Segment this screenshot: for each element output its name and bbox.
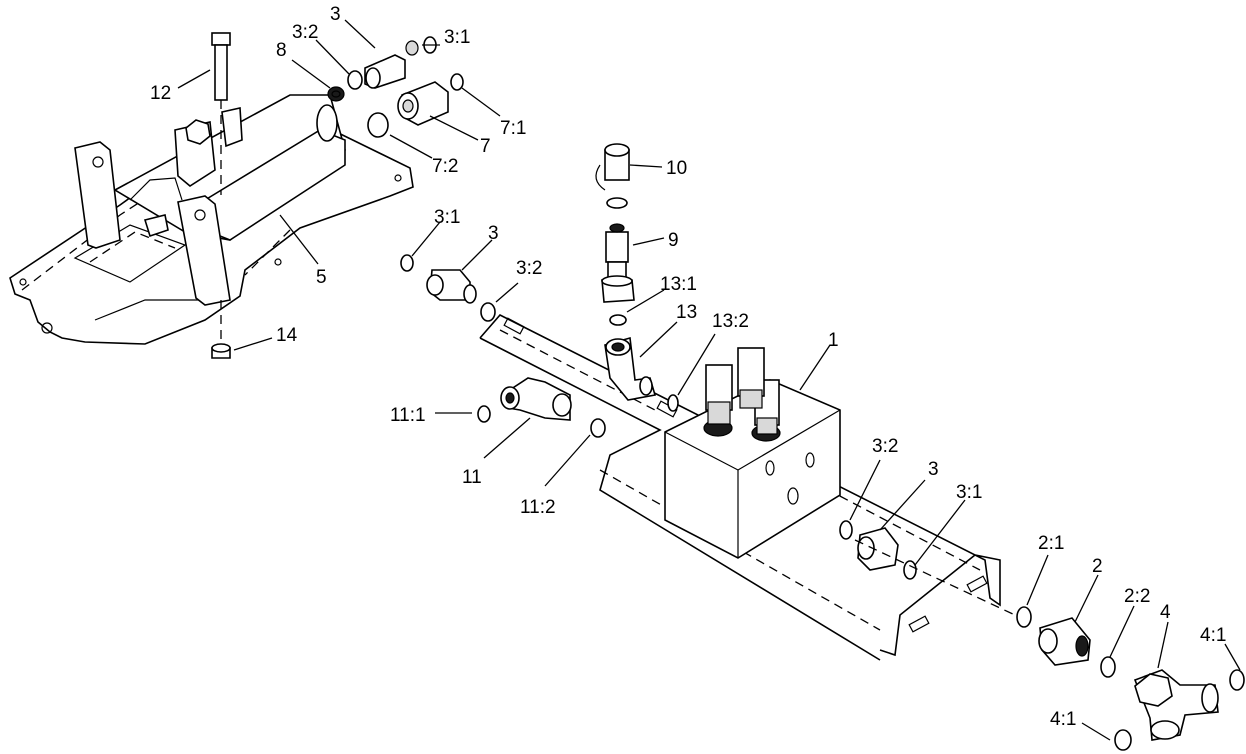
callout-4-1-top: 4:1: [1200, 625, 1226, 646]
fitting-11: [477, 377, 606, 438]
callout-11-2: 11:2: [520, 497, 556, 518]
callout-2: 2: [1092, 556, 1103, 577]
callout-3-top: 3: [330, 4, 341, 25]
fitting-3-middle: [400, 254, 496, 322]
test-port-9: [601, 223, 635, 303]
fitting-7: [367, 73, 464, 138]
fitting-13: [604, 314, 679, 412]
leader-lines: [177, 19, 1241, 741]
manifold-block: [664, 347, 841, 559]
callout-9: 9: [668, 230, 679, 251]
callout-10: 10: [666, 158, 687, 179]
callout-7: 7: [480, 136, 491, 157]
callout-11-1: 11:1: [390, 405, 426, 426]
callout-3-right: 3: [928, 459, 939, 480]
callout-3-1-right: 3:1: [956, 482, 982, 503]
callout-13: 13: [676, 302, 697, 323]
fitting-2: [1016, 606, 1116, 678]
callout-3-mid: 3: [488, 223, 499, 244]
callout-3-2-top: 3:2: [292, 22, 318, 43]
callout-3-2-mid: 3:2: [516, 258, 542, 279]
callout-3-1-mid: 3:1: [434, 207, 460, 228]
callout-3-1-top: 3:1: [444, 27, 470, 48]
callout-5: 5: [316, 267, 327, 288]
callout-2-1: 2:1: [1038, 533, 1064, 554]
nut-14: [211, 300, 231, 359]
dust-cap-10: [595, 143, 630, 209]
fitting-group-top: [327, 36, 437, 102]
callout-2-2: 2:2: [1124, 586, 1150, 607]
fitting-4: [1114, 669, 1245, 751]
callout-8: 8: [276, 40, 287, 61]
callout-7-1: 7:1: [500, 118, 526, 139]
bolt-12: [211, 32, 231, 195]
callout-4: 4: [1160, 602, 1171, 623]
callout-12: 12: [150, 83, 171, 104]
fitting-3-right: [839, 520, 1016, 616]
callout-11: 11: [462, 467, 482, 488]
callout-3-2-right: 3:2: [872, 436, 898, 457]
callout-13-1: 13:1: [660, 274, 697, 295]
callout-14: 14: [276, 325, 298, 346]
callout-1: 1: [828, 330, 839, 351]
callout-13-2: 13:2: [712, 311, 749, 332]
callout-labels: 3 3:2 3:1 8 12 7:1 7 7:2 5 14 10 9 3:1 3…: [150, 4, 1226, 730]
callout-4-1-bottom: 4:1: [1050, 709, 1076, 730]
valve-cylinder-body: [74, 94, 346, 306]
callout-7-2: 7:2: [432, 156, 458, 177]
